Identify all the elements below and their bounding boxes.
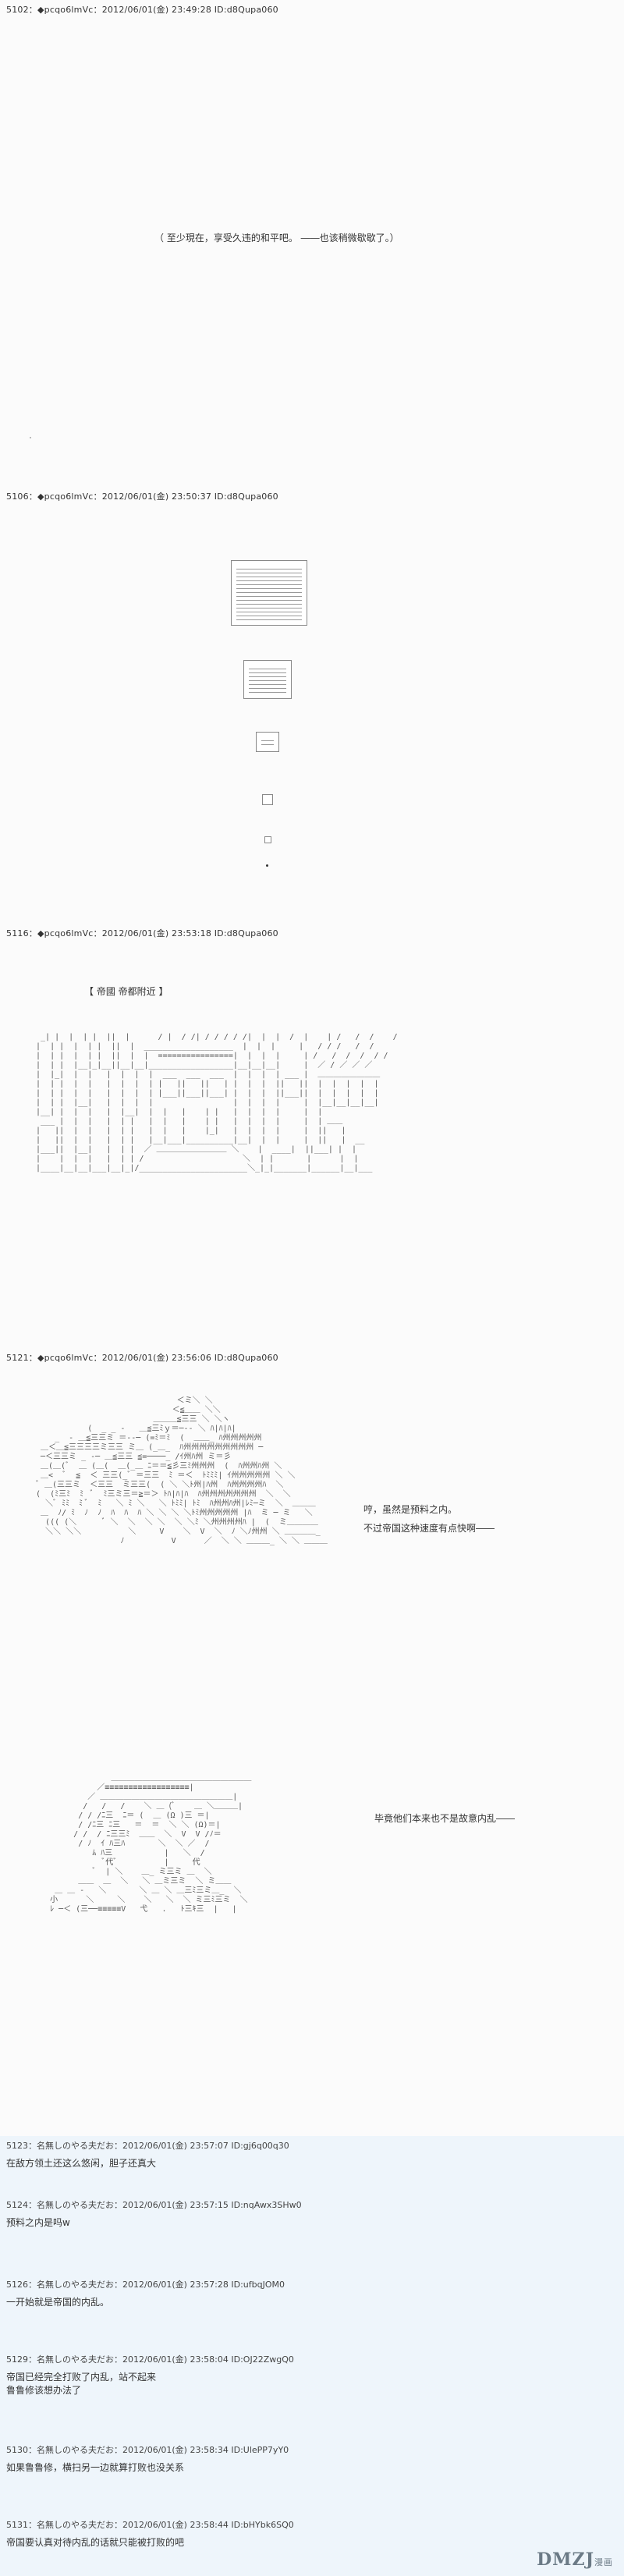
comment-5130: 5130：名無しのやる夫だお：2012/06/01(金) 23:58:34 ID… — [6, 2443, 289, 2474]
comment-header: 5124：名無しのやる夫だお：2012/06/01(金) 23:57:15 ID… — [6, 2200, 302, 2210]
faint-mark — [30, 437, 31, 438]
comment-header: 5123：名無しのやる夫だお：2012/06/01(金) 23:57:07 ID… — [6, 2141, 289, 2151]
watermark-logo: DMZJ漫画 — [537, 2549, 613, 2570]
comment-5123: 5123：名無しのやる夫だお：2012/06/01(金) 23:57:07 ID… — [6, 2139, 289, 2170]
comment-5131: 5131：名無しのやる夫だお：2012/06/01(金) 23:58:44 ID… — [6, 2518, 294, 2549]
location-label: 【 帝國 帝都附近 】 — [84, 986, 168, 997]
post-text: （ 至少現在，享受久违的和平吧。 ――也该稍微歇歇了。） — [154, 232, 399, 243]
speech-line-1: 哼，虽然是预料之内。 — [363, 1504, 458, 1515]
comment-header: 5130：名無しのやる夫だお：2012/06/01(金) 23:58:34 ID… — [6, 2445, 289, 2455]
comment-header: 5126：名無しのやる夫だお：2012/06/01(金) 23:57:28 ID… — [6, 2280, 285, 2290]
ascii-art-character: ＿＿＿＿＿＿＿＿＿＿＿＿＿＿＿＿＿＿ ／≡≡≡≡≡≡≡≡≡≡≡≡≡≡≡≡≡≡| … — [50, 1774, 252, 1914]
comment-body: 帝国已经完全打败了内乱，站不起来 鲁鲁修该想办法了 — [6, 2372, 157, 2396]
comment-header: 5131：名無しのやる夫だお：2012/06/01(金) 23:58:44 ID… — [6, 2520, 294, 2530]
end-dot — [266, 864, 268, 867]
comment-body: 一开始就是帝国的内乱。 — [6, 2297, 110, 2308]
post-header: 5102：◆pcqo6lmVc：2012/06/01(金) 23:49:28 I… — [6, 5, 278, 15]
comment-5129: 5129：名無しのやる夫だお：2012/06/01(金) 23:58:04 ID… — [6, 2353, 294, 2397]
shrinking-box-min — [264, 836, 271, 843]
comment-body: 如果鲁鲁修，横扫另一边就算打败也没关系 — [6, 2462, 185, 2473]
comment-header: 5129：名無しのやる夫だお：2012/06/01(金) 23:58:04 ID… — [6, 2354, 294, 2365]
comments-section: 5123：名無しのやる夫だお：2012/06/01(金) 23:57:07 ID… — [0, 2136, 624, 2576]
post-5121: 5121：◆pcqo6lmVc：2012/06/01(金) 23:56:06 I… — [0, 1350, 624, 2136]
comment-5126: 5126：名無しのやる夫だお：2012/06/01(金) 23:57:28 ID… — [6, 2278, 285, 2308]
post-header: 5121：◆pcqo6lmVc：2012/06/01(金) 23:56:06 I… — [6, 1353, 278, 1363]
shrinking-box-large — [231, 560, 307, 626]
comment-5124: 5124：名無しのやる夫だお：2012/06/01(金) 23:57:15 ID… — [6, 2198, 302, 2229]
shrinking-box-medium — [243, 660, 292, 699]
shrinking-box-small — [256, 732, 279, 752]
post-header: 5116：◆pcqo6lmVc：2012/06/01(金) 23:53:18 I… — [6, 928, 278, 939]
shrinking-box-tiny — [262, 794, 273, 805]
post-5116: 5116：◆pcqo6lmVc：2012/06/01(金) 23:53:18 I… — [0, 925, 624, 1350]
speech-line-3: 毕竟他们本来也不是故意内乱―― — [374, 1813, 516, 1824]
comment-body: 在敌方领土还这么悠闲，胆子还真大 — [6, 2158, 157, 2169]
comment-body: 预料之内是吗w — [6, 2217, 70, 2228]
ascii-art-city: _| | | | | || | / | / /| / / / / /| | | … — [36, 1033, 398, 1173]
post-5102: 5102：◆pcqo6lmVc：2012/06/01(金) 23:49:28 I… — [0, 0, 624, 488]
speech-line-2: 不过帝国这种速度有点快啊―― — [363, 1523, 495, 1534]
ascii-art-crowd: ＜ミ＼ ＼ ＜≦＿＿ ＼＼ ＿＿＿≦三三 ＼ ＼ヽ ( _ _ - ＿≦三ﾐｙ＝… — [36, 1396, 328, 1545]
post-5106: 5106：◆pcqo6lmVc：2012/06/01(金) 23:50:37 I… — [0, 488, 624, 925]
post-header: 5106：◆pcqo6lmVc：2012/06/01(金) 23:50:37 I… — [6, 491, 278, 502]
comment-body: 帝国要认真对待内乱的话就只能被打败的吧 — [6, 2537, 185, 2548]
